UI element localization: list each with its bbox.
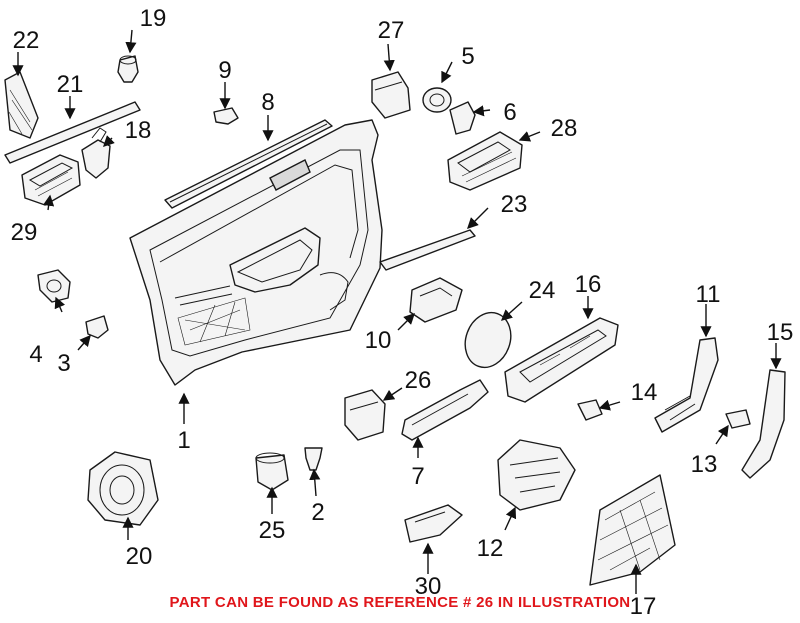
callout-24: 24	[529, 277, 556, 304]
cap-24	[464, 311, 512, 369]
retainer-clip-19	[117, 55, 139, 83]
callout-6: 6	[503, 99, 516, 126]
knob-25	[255, 452, 289, 491]
molding-strip	[4, 101, 141, 164]
callout-2: 2	[311, 499, 324, 526]
callout-10: 10	[365, 327, 392, 354]
door-trim-panel	[129, 119, 383, 386]
knob-5	[422, 87, 452, 113]
callout-30: 30	[415, 573, 442, 600]
grommet-4	[37, 269, 71, 303]
pull-handle-11	[654, 337, 719, 433]
callout-7: 7	[411, 463, 424, 490]
speaker-20	[87, 451, 159, 526]
handle-insert-7	[401, 379, 489, 441]
callout-1: 1	[177, 427, 190, 454]
callout-11: 11	[696, 281, 721, 308]
switch-27	[371, 71, 411, 119]
clip-14	[577, 399, 603, 421]
screw-2	[304, 447, 323, 471]
clip-9	[213, 107, 239, 125]
reference-footnote: PART CAN BE FOUND AS REFERENCE # 26 IN I…	[169, 594, 631, 611]
window-belt-seal	[164, 119, 333, 209]
callout-13: 13	[691, 451, 718, 478]
callout-23: 23	[501, 191, 528, 218]
callout-8: 8	[261, 89, 274, 116]
clip-13	[725, 409, 751, 429]
callout-4: 4	[29, 341, 42, 368]
rod-23	[379, 229, 476, 271]
handle-bracket-10	[409, 277, 463, 323]
callout-25: 25	[259, 517, 286, 544]
callout-29: 29	[11, 219, 38, 246]
callout-12: 12	[477, 535, 504, 562]
switch-26	[344, 389, 386, 441]
callout-14: 14	[631, 379, 658, 406]
callout-26: 26	[405, 367, 432, 394]
callout-27: 27	[378, 17, 405, 44]
callout-22: 22	[13, 27, 40, 54]
callout-20: 20	[126, 543, 153, 570]
callout-19: 19	[140, 5, 167, 32]
callout-18: 18	[125, 117, 152, 144]
map-pocket-17	[589, 474, 676, 586]
callout-15: 15	[767, 319, 794, 346]
push-pin-3	[85, 315, 109, 339]
callout-21: 21	[57, 71, 84, 98]
lock-knob-18	[81, 127, 111, 179]
callout-5: 5	[461, 43, 474, 70]
callout-labels: 1 2 3 4 5 6 7 8 9 10 11 12 13 14 15 16 1…	[11, 5, 794, 620]
armrest-16	[504, 317, 619, 403]
mirror-cover-trim	[4, 71, 39, 139]
window-switch-28	[447, 131, 523, 191]
callout-17: 17	[630, 593, 657, 620]
callout-9: 9	[218, 57, 231, 84]
bracket-6	[449, 101, 476, 135]
trim-15	[741, 369, 786, 479]
bezel-30	[404, 504, 463, 543]
callout-16: 16	[575, 271, 602, 298]
switch-29	[21, 154, 81, 206]
callout-28: 28	[551, 115, 578, 142]
leader-lines	[12, 29, 782, 594]
bracket-12	[497, 439, 576, 511]
callout-3: 3	[57, 350, 70, 377]
